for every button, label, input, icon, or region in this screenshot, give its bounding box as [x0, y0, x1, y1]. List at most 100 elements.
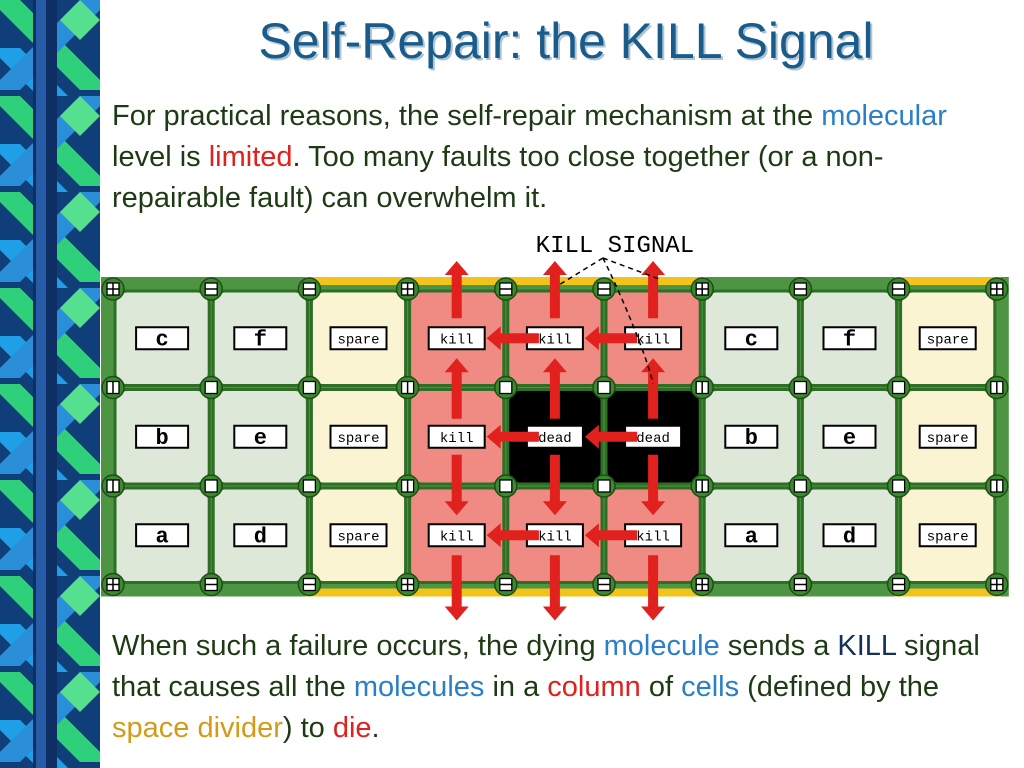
connector-node	[592, 375, 616, 400]
connector-node	[592, 277, 616, 301]
connector-node	[690, 474, 714, 498]
cell-label-box	[918, 326, 977, 351]
cell-label-box	[329, 326, 388, 351]
arrow-shape	[444, 358, 469, 419]
connector-node	[199, 474, 223, 498]
cell-label-box	[233, 424, 288, 449]
cell-b: b	[702, 388, 800, 486]
kill-arrow	[486, 326, 539, 351]
cell-c: c	[702, 289, 800, 387]
cell-label: kill	[440, 332, 474, 348]
connector-square	[597, 380, 611, 395]
kill-arrow	[542, 358, 567, 419]
cell-f: f	[211, 289, 309, 387]
leader-line	[602, 257, 654, 384]
explain-text-3: signal that causes all the	[112, 630, 980, 703]
intro-text-1: For practical reasons, the self-repair m…	[112, 100, 822, 132]
explain-text-7: ) to	[282, 712, 333, 744]
kill-arrow	[542, 454, 567, 516]
cell-label: d	[254, 524, 267, 549]
cell-label-box	[822, 523, 877, 548]
arrow-shape	[486, 424, 539, 449]
cell-label-box	[135, 326, 190, 351]
title-area: Self-Repair: the KILL Signal Self-Repair…	[258, 13, 875, 71]
cell-label-box	[724, 326, 779, 351]
cell-label: dead	[538, 431, 572, 447]
connector-node	[297, 572, 322, 597]
arrow-shape	[542, 555, 567, 621]
connector-node	[494, 572, 518, 597]
term-column: column	[547, 671, 641, 703]
cell-label: dead	[636, 431, 670, 447]
term-kill: KILL	[837, 630, 896, 662]
cell-label: spare	[337, 332, 379, 348]
connector-square	[499, 479, 513, 493]
arrow-shape	[444, 555, 469, 621]
explain-text-6: (defined by the	[739, 671, 940, 703]
cell-label: kill	[636, 529, 670, 545]
cell-label: b	[745, 426, 758, 451]
connector-square	[793, 380, 808, 395]
connector-square	[204, 380, 218, 395]
cell-label: spare	[337, 529, 379, 545]
connector-node	[395, 474, 420, 498]
cell-f: f	[800, 289, 899, 387]
kill-arrow	[584, 326, 638, 351]
cell-spare: spare	[899, 388, 997, 486]
cell-e: e	[800, 388, 899, 486]
cell-label-box	[135, 424, 190, 449]
arrow-shape	[641, 555, 666, 621]
connector-square	[204, 479, 218, 493]
connector-node	[592, 474, 616, 498]
cell-label: a	[155, 524, 168, 549]
connector-node	[494, 375, 518, 400]
space-divider-strip	[894, 277, 1001, 285]
space-divider-strip	[305, 277, 412, 285]
connector-node	[985, 375, 1009, 400]
page-title: Self-Repair: the KILL Signal	[258, 13, 873, 69]
decorative-helix-stripe	[0, 0, 100, 768]
cell-label-box	[724, 523, 779, 548]
arrow-shape	[444, 454, 469, 516]
arrow-shape	[542, 358, 567, 419]
kill-arrow	[641, 358, 666, 419]
kill-arrow	[486, 424, 539, 449]
cell-c: c	[113, 289, 211, 387]
connector-node	[690, 277, 714, 301]
connector-node	[395, 375, 420, 400]
connector-node	[690, 375, 714, 400]
connector-node	[101, 474, 125, 498]
explain-text-2: sends a	[719, 630, 838, 662]
cell-label-box	[233, 326, 288, 351]
connector-node	[985, 572, 1009, 597]
term-molecules: molecules	[353, 671, 485, 703]
cell-label-box	[822, 326, 877, 351]
connector-node	[690, 572, 714, 597]
connector-node	[592, 572, 616, 597]
arrow-shape	[486, 523, 539, 548]
connector-node	[494, 474, 518, 498]
arrow-shape	[584, 424, 638, 449]
explain-text-5: of	[640, 671, 682, 703]
connector-node	[985, 474, 1009, 498]
cell-spare: spare	[899, 486, 997, 584]
arrow-shape	[641, 261, 666, 319]
intro-paragraph: For practical reasons, the self-repair m…	[112, 96, 992, 219]
connector-node	[886, 277, 911, 301]
cell-spare: spare	[309, 388, 408, 486]
kill-arrow	[641, 454, 666, 516]
connector-square	[499, 380, 513, 395]
connector-square	[302, 479, 317, 493]
connector-node	[199, 375, 223, 400]
cell-label: kill	[636, 332, 670, 348]
explain-text-4: in a	[484, 671, 548, 703]
cell-label-box	[822, 424, 877, 449]
term-molecular: molecular	[821, 100, 947, 132]
cell-label: d	[843, 524, 856, 549]
connector-node	[788, 572, 813, 597]
cell-label-box	[918, 424, 977, 449]
cell-label: kill	[440, 529, 474, 545]
explanation-paragraph: When such a failure occurs, the dying mo…	[112, 626, 992, 749]
cell-spare: spare	[309, 289, 408, 387]
